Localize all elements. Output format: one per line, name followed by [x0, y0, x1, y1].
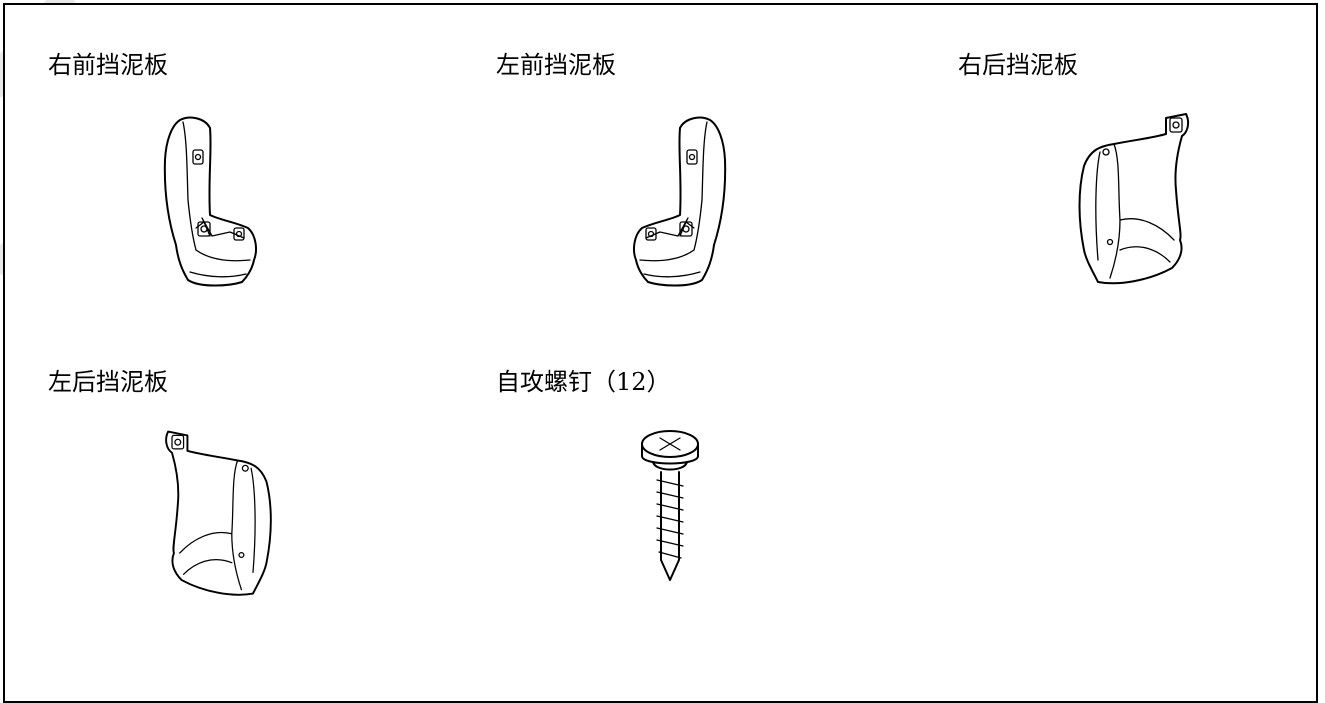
rear-left-mudguard-icon	[145, 422, 280, 607]
part-label-rear-left-mudguard: 左后挡泥板	[48, 368, 168, 396]
part-label-rear-right-mudguard: 右后挡泥板	[958, 51, 1078, 79]
front-left-mudguard-icon	[620, 110, 740, 295]
parts-list-frame	[3, 3, 1318, 703]
part-label-front-right-mudguard: 右前挡泥板	[48, 51, 168, 79]
part-label-self-tapping-screw: 自攻螺钉（12）	[496, 368, 671, 396]
front-right-mudguard-icon	[150, 110, 270, 295]
part-label-front-left-mudguard: 左前挡泥板	[496, 51, 616, 79]
self-tapping-screw-icon	[635, 428, 705, 588]
rear-right-mudguard-icon	[1070, 110, 1210, 290]
